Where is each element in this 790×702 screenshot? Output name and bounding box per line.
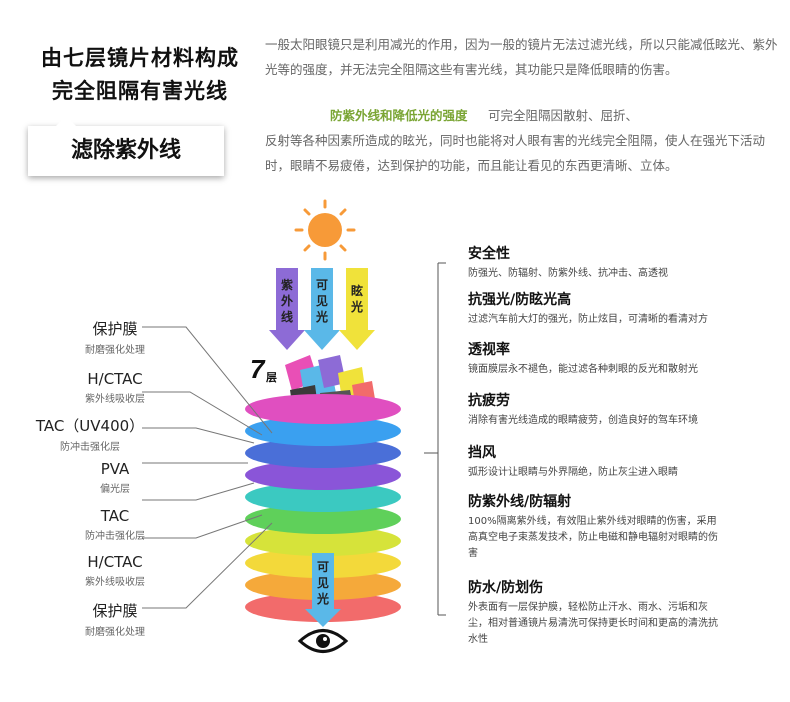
layer-sub: 耐磨强化处理 xyxy=(85,627,145,638)
lens-layer-diagram: 7 层 xyxy=(0,195,790,698)
diagram-svg: 7 层 xyxy=(142,199,446,653)
glare-arrow-label: 眩光 xyxy=(350,283,363,314)
seven-number: 7 xyxy=(250,354,266,384)
eye-icon xyxy=(297,629,349,653)
intro-paragraph-1: 一般太阳眼镜只是利用减光的作用，因为一般的镜片无法过滤光线，所以只能减低眩光、紫… xyxy=(265,37,778,77)
intro-paragraph-2-head: 可完全阻隔因散射、屈折、 xyxy=(488,108,639,123)
layer-sub: 防冲击强化层 xyxy=(85,531,145,542)
feature-windproof: 挡风 弧形设计让眼睛与外界隔绝，防止灰尘进入眼睛 xyxy=(468,442,768,481)
feature-title: 透视率 xyxy=(468,342,510,358)
intro-highlight: 防紫外线和降低光的强度 xyxy=(330,108,468,123)
lens-disc xyxy=(245,394,401,424)
feature-waterproof: 防水/防划伤 外表面有一层保护膜，轻松防止汗水、雨水、污垢和灰尘，相对普通镜片易… xyxy=(468,577,768,648)
title-line-2: 完全阻隔有害光线 xyxy=(52,79,228,103)
layer-sub: 耐磨强化处理 xyxy=(85,345,145,356)
lens-disc xyxy=(245,526,401,556)
visible-light-arrow-out xyxy=(305,553,341,627)
feature-anti-fatigue: 抗疲劳 消除有害光线造成的眼睛疲劳，创造良好的驾车环境 xyxy=(468,390,768,429)
feature-title: 挡风 xyxy=(468,445,496,461)
layer-label-6: H/CTAC 紫外线吸收层 xyxy=(60,553,170,588)
layer-name: TAC xyxy=(100,507,130,525)
glare-arrow xyxy=(339,268,375,350)
layer-label-2: H/CTAC 紫外线吸收层 xyxy=(60,370,170,405)
layer-sub: 防冲击强化层 xyxy=(60,442,120,453)
sun-icon xyxy=(294,199,356,261)
feature-title: 防水/防划伤 xyxy=(468,580,544,596)
feature-anti-glare: 抗强光/防眩光高 过滤汽车前大灯的强光，防止炫目，可清晰的看清对方 xyxy=(468,289,768,328)
feature-desc: 过滤汽车前大灯的强光，防止炫目，可清晰的看清对方 xyxy=(468,314,708,325)
visible-out-arrow-label: 可见光 xyxy=(316,560,329,606)
feature-title: 抗疲劳 xyxy=(468,393,510,409)
lens-disc xyxy=(245,482,401,512)
feature-desc: 100%隔离紫外线，有效阻止紫外线对眼睛的伤害，采用高真空电子束蒸发技术，防止电… xyxy=(468,516,718,559)
layer-name: 保护膜 xyxy=(92,602,138,620)
visible-light-arrow-in xyxy=(304,268,340,350)
layer-name: H/CTAC xyxy=(87,370,143,388)
intro-paragraph-2: 反射等各种因素所造成的眩光，同时也能将对人眼有害的光线完全阻隔，使人在强光下活动… xyxy=(265,133,766,173)
uv-arrow-label: 紫外线 xyxy=(281,277,293,324)
lens-disc xyxy=(245,438,401,468)
layer-name: PVA xyxy=(100,460,130,478)
lens-disc xyxy=(245,416,401,446)
visible-in-arrow-label: 可见光 xyxy=(315,278,328,324)
layer-sub: 偏光层 xyxy=(100,484,130,495)
lens-layer-stack xyxy=(245,394,401,622)
left-connector-lines xyxy=(142,326,273,609)
right-bracket xyxy=(424,262,446,616)
lens-disc xyxy=(245,504,401,534)
feature-desc: 防强光、防辐射、防紫外线、抗冲击、高透视 xyxy=(468,268,668,279)
layer-label-7: 保护膜 耐磨强化处理 xyxy=(60,600,170,638)
layer-name: TAC（UV400） xyxy=(35,417,145,435)
feature-desc: 弧形设计让眼睛与外界隔绝，防止灰尘进入眼睛 xyxy=(468,467,678,478)
filter-uv-box: 滤除紫外线 xyxy=(28,126,224,176)
title-card: 由七层镜片材料构成 完全阻隔有害光线 滤除紫外线 xyxy=(24,20,256,180)
feature-uv-radiation: 防紫外线/防辐射 100%隔离紫外线，有效阻止紫外线对眼睛的伤害，采用高真空电子… xyxy=(468,491,768,562)
layer-name: 保护膜 xyxy=(92,320,138,338)
layer-label-1: 保护膜 耐磨强化处理 xyxy=(60,318,170,356)
feature-title: 安全性 xyxy=(468,246,510,262)
layer-label-4: PVA 偏光层 xyxy=(60,460,170,495)
title-line-1: 由七层镜片材料构成 xyxy=(41,46,239,70)
feature-desc: 消除有害光线造成的眼睛疲劳，创造良好的驾车环境 xyxy=(468,415,698,426)
layer-name: H/CTAC xyxy=(87,553,143,571)
uv-arrow xyxy=(269,268,305,350)
speech-notch xyxy=(56,116,76,126)
feature-title: 抗强光/防眩光高 xyxy=(468,292,572,308)
layer-sub: 紫外线吸收层 xyxy=(85,577,145,588)
lens-disc xyxy=(245,460,401,490)
feature-safety: 安全性 防强光、防辐射、防紫外线、抗冲击、高透视 xyxy=(468,243,768,282)
feature-desc: 镜面膜层永不褪色，能过滤各种刺眼的反光和散射光 xyxy=(468,364,698,375)
layer-label-3: TAC（UV400） 防冲击强化层 xyxy=(20,415,160,453)
seven-unit: 层 xyxy=(265,371,277,384)
layer-label-5: TAC 防冲击强化层 xyxy=(60,507,170,542)
layer-sub: 紫外线吸收层 xyxy=(85,394,145,405)
feature-title: 防紫外线/防辐射 xyxy=(468,494,572,510)
feature-transmittance: 透视率 镜面膜层永不褪色，能过滤各种刺眼的反光和散射光 xyxy=(468,339,768,378)
feature-desc: 外表面有一层保护膜，轻松防止汗水、雨水、污垢和灰尘，相对普通镜片易清洗可保持更长… xyxy=(468,602,718,645)
